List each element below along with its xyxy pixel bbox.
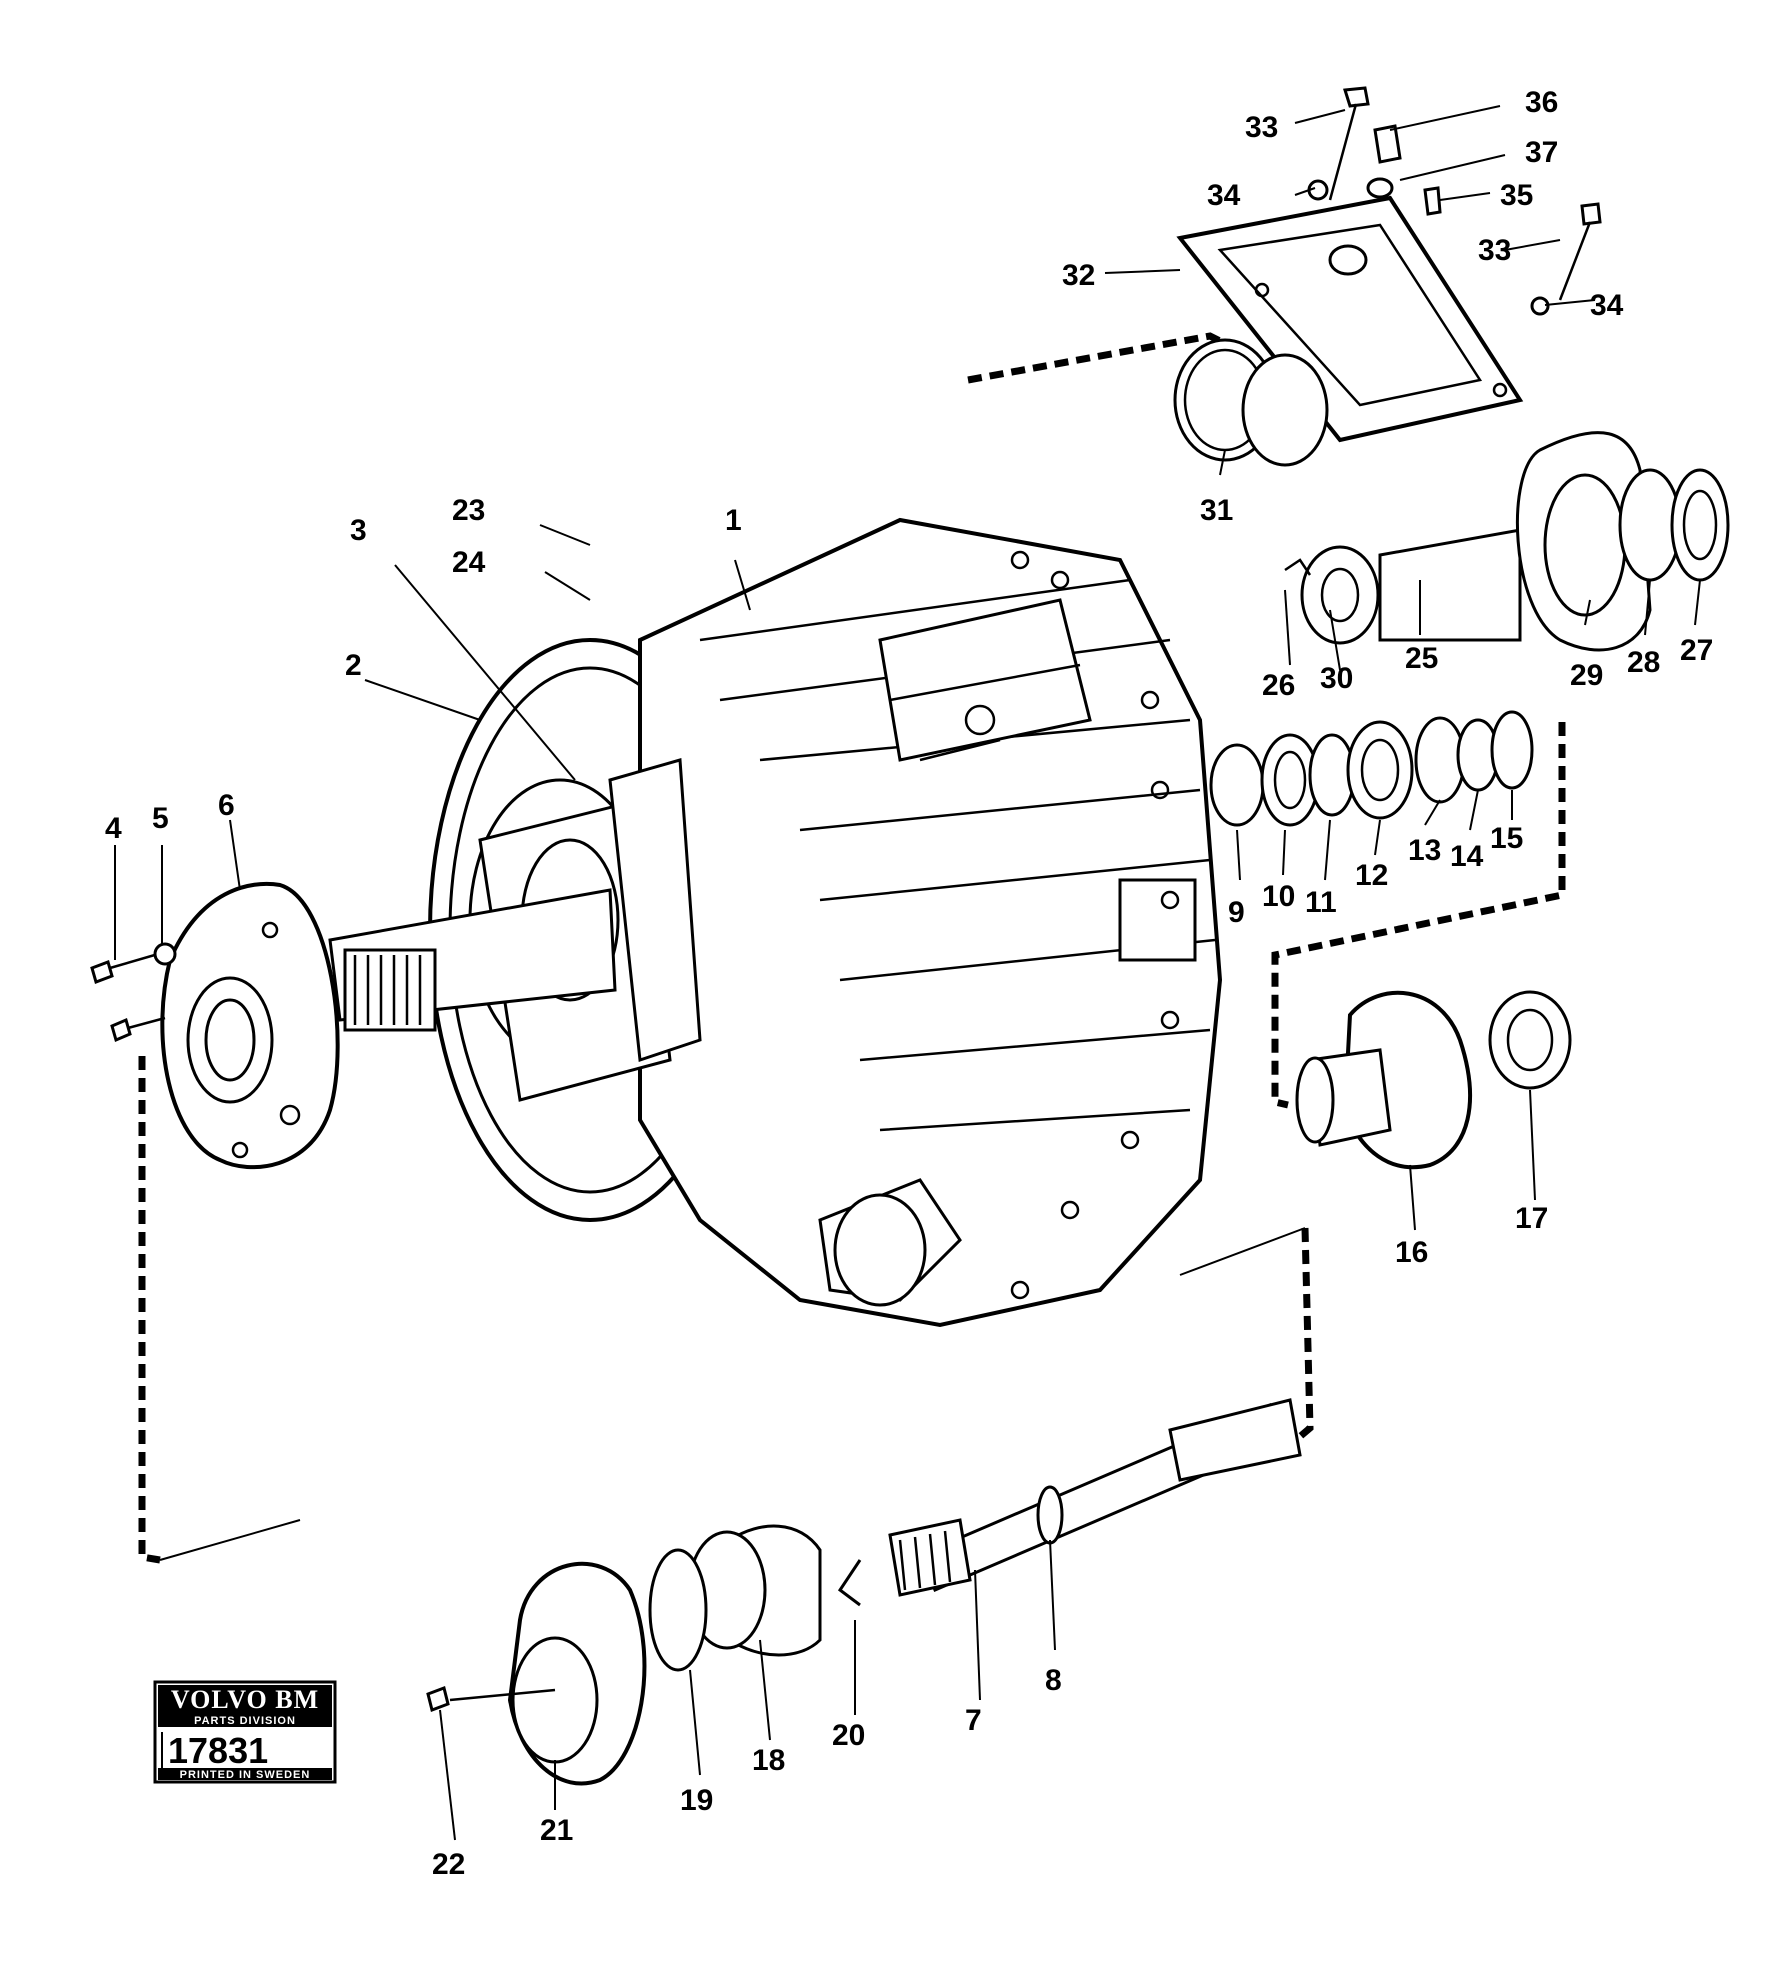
part-label-25: 25 [1405, 642, 1438, 675]
part-label-13: 13 [1408, 834, 1441, 867]
part-label-9: 9 [1228, 896, 1245, 929]
part-label-23: 23 [452, 494, 485, 527]
part-label-33-top: 33 [1245, 111, 1278, 144]
part-label-22: 22 [432, 1848, 465, 1881]
part-label-12: 12 [1355, 859, 1388, 892]
part-label-4: 4 [105, 812, 122, 845]
part-label-31: 31 [1200, 494, 1233, 527]
stamp-division: PARTS DIVISION [194, 1715, 296, 1727]
leader-lines [114, 105, 1701, 1841]
part-label-18: 18 [752, 1744, 785, 1777]
part-label-33-right: 33 [1478, 234, 1511, 267]
part-label-2: 2 [345, 649, 362, 682]
part-label-8: 8 [1045, 1664, 1062, 1697]
part-label-27: 27 [1680, 634, 1713, 667]
part-label-3: 3 [350, 514, 367, 547]
part-label-15: 15 [1490, 822, 1523, 855]
part-label-36: 36 [1525, 86, 1558, 119]
countershaft-assembly [1284, 431, 1730, 652]
part-label-26: 26 [1262, 669, 1295, 702]
part-label-20: 20 [832, 1719, 865, 1752]
connector-right-gears [1271, 722, 1566, 1109]
part-label-10: 10 [1262, 880, 1295, 913]
connector-left-flange [138, 1056, 161, 1564]
part-label-34-right: 34 [1590, 289, 1624, 322]
seal-ring [1173, 338, 1329, 467]
bolts-flange [90, 942, 177, 1043]
part-label-35: 35 [1500, 179, 1533, 212]
part-label-5: 5 [152, 802, 169, 835]
part-labels: 1 2 3 4 5 6 7 8 9 10 11 12 13 14 15 16 1… [105, 86, 1713, 1881]
stamp-brand: VOLVO BM [171, 1685, 319, 1714]
part-label-21: 21 [540, 1814, 573, 1847]
bearing-stack [1209, 710, 1534, 827]
part-label-19: 19 [680, 1784, 713, 1817]
flange [160, 881, 340, 1170]
part-label-34-top: 34 [1207, 179, 1241, 212]
part-label-11: 11 [1305, 886, 1337, 919]
part-label-6: 6 [218, 789, 235, 822]
part-label-17: 17 [1515, 1202, 1548, 1235]
part-label-14: 14 [1450, 840, 1484, 873]
stamp-printed: PRINTED IN SWEDEN [180, 1769, 311, 1781]
parts-division-stamp: VOLVO BM PARTS DIVISION 17831 PRINTED IN… [153, 1680, 337, 1784]
stamp-number: 17831 [168, 1730, 268, 1771]
snap-ring-20 [837, 1559, 862, 1607]
part-label-7: 7 [965, 1704, 982, 1737]
part-label-28: 28 [1627, 646, 1660, 679]
cover-fasteners [1307, 86, 1602, 316]
part-label-37: 37 [1525, 136, 1558, 169]
part-label-29: 29 [1570, 659, 1603, 692]
part-label-24: 24 [452, 546, 486, 579]
mainshaft [426, 1398, 1302, 1786]
connector-left-tail [159, 1519, 301, 1561]
connector-mainshaft [1293, 1227, 1314, 1443]
part-label-32: 32 [1062, 259, 1095, 292]
connector-mainshaft-lead [1179, 1227, 1306, 1276]
part-label-27-30: 30 [1320, 662, 1353, 695]
part-label-1: 1 [725, 504, 742, 537]
part-label-16: 16 [1395, 1236, 1428, 1269]
idler-gear [1295, 990, 1572, 1170]
input-shaft [328, 888, 617, 1032]
